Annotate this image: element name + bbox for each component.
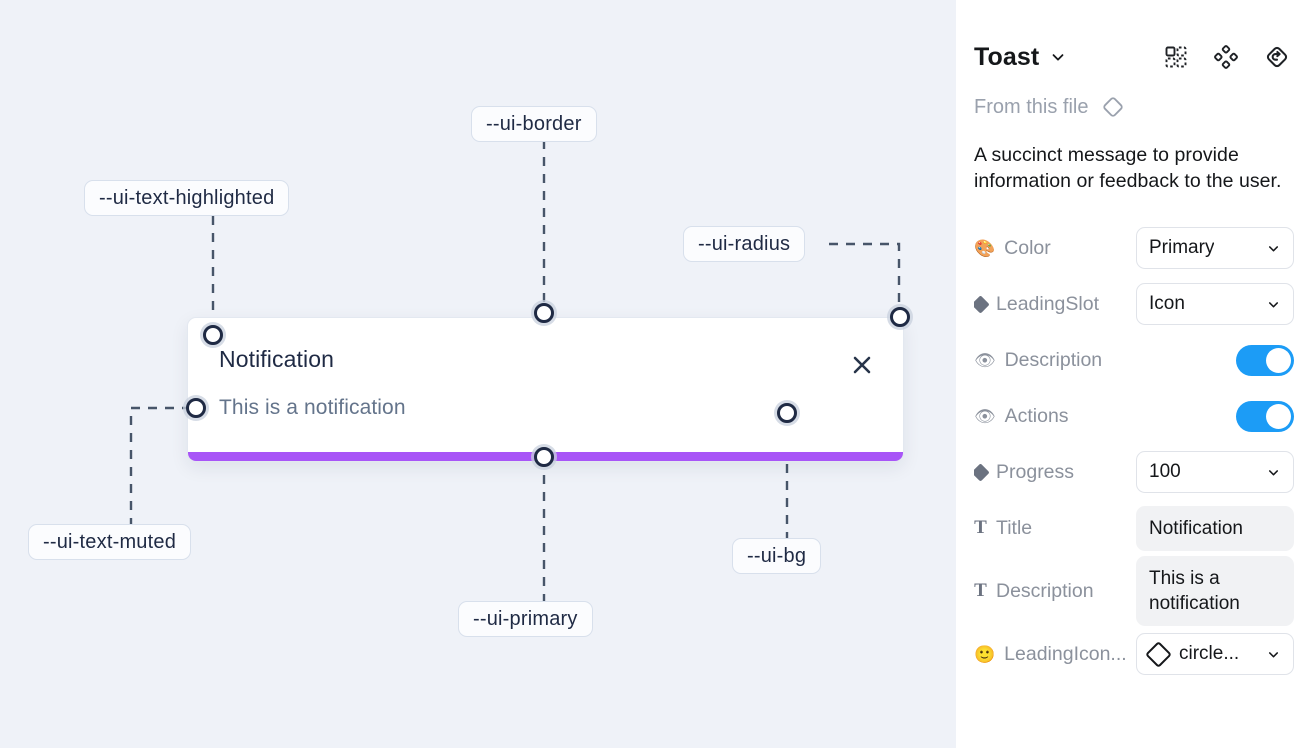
eye-emoji-icon: 👁 [974, 406, 996, 426]
property-label-title: T Title [974, 517, 1136, 540]
annotation-label: --ui-bg [747, 544, 807, 567]
property-label-actions-toggle: 👁 Actions [974, 405, 1142, 428]
annotation-ui-bg[interactable]: --ui-bg [732, 538, 822, 574]
toggle-knob [1266, 403, 1291, 429]
design-canvas[interactable]: Notification This is a notification --ui… [0, 0, 956, 748]
property-control-progress: 100 [1136, 451, 1294, 493]
property-control-description-toggle [1236, 344, 1294, 376]
text-type-icon: T [974, 517, 987, 538]
palette-emoji-icon: 🎨 [974, 238, 996, 258]
annotation-ui-text-muted[interactable]: --ui-text-muted [28, 524, 192, 560]
handle-ui-radius[interactable] [890, 307, 910, 327]
property-control-title: Notification [1136, 505, 1294, 551]
property-label-text: LeadingIcon... [1004, 642, 1127, 665]
text-type-icon: T [974, 580, 987, 601]
chevron-down-icon [1266, 241, 1281, 256]
handle-ui-text-highlighted[interactable] [203, 325, 223, 345]
annotation-ui-border[interactable]: --ui-border [471, 106, 597, 142]
instance-grid-icon[interactable] [1164, 45, 1188, 69]
properties-panel: Toast [956, 0, 1312, 748]
property-label-leadingslot: LeadingSlot [974, 293, 1136, 316]
handle-ui-text-muted[interactable] [186, 398, 206, 418]
handle-ui-border[interactable] [534, 303, 554, 323]
property-row-leadingslot: LeadingSlot Icon [974, 276, 1294, 332]
close-x-icon[interactable] [847, 350, 877, 380]
leadingslot-select[interactable]: Icon [1136, 283, 1294, 325]
annotation-ui-primary[interactable]: --ui-primary [458, 601, 593, 637]
toggle-knob [1266, 347, 1291, 373]
property-label-description-text: T Description [974, 580, 1136, 603]
actions-toggle[interactable] [1236, 400, 1294, 432]
property-control-leadingslot: Icon [1136, 283, 1294, 325]
from-this-file-row: From this file [974, 90, 1294, 124]
chevron-down-icon[interactable] [1049, 48, 1067, 66]
property-control-description-text: This is a notification [1136, 556, 1294, 626]
progress-select[interactable]: 100 [1136, 451, 1294, 493]
leadingslot-select-value: Icon [1149, 293, 1185, 314]
color-select-value: Primary [1149, 237, 1215, 258]
property-row-leadingicon: 🙂 LeadingIcon... circle... [974, 626, 1294, 682]
annotation-ui-radius[interactable]: --ui-radius [683, 226, 806, 262]
toast-description: This is a notification [219, 396, 406, 419]
panel-title: Toast [974, 42, 1040, 71]
color-select[interactable]: Primary [1136, 227, 1294, 269]
description-input[interactable]: This is a notification [1136, 556, 1294, 626]
property-control-color: Primary [1136, 227, 1294, 269]
property-label-text: Progress [996, 460, 1075, 483]
property-label-leadingicon: 🙂 LeadingIcon... [974, 643, 1136, 666]
annotation-label: --ui-border [486, 112, 582, 135]
toast-component[interactable]: Notification This is a notification [187, 317, 904, 462]
property-control-actions-toggle [1236, 400, 1294, 432]
property-row-description-toggle: 👁 Description [974, 332, 1294, 388]
property-list: 🎨 Color Primary LeadingSlot [974, 220, 1294, 682]
diamond-outline-icon [1145, 640, 1172, 668]
eye-emoji-icon: 👁 [974, 350, 996, 370]
property-row-progress: Progress 100 [974, 444, 1294, 500]
property-label-text: Description [1004, 348, 1103, 371]
from-this-file-label: From this file [974, 95, 1089, 118]
annotation-label: --ui-text-highlighted [99, 186, 275, 209]
description-toggle[interactable] [1236, 344, 1294, 376]
panel-header: Toast [974, 0, 1294, 86]
diamond-icon [974, 294, 990, 314]
component-description: A succinct message to provide informatio… [974, 144, 1282, 192]
annotation-ui-text-highlighted[interactable]: --ui-text-highlighted [84, 180, 290, 216]
handle-ui-primary[interactable] [534, 447, 554, 467]
leadingicon-select-value: circle... [1179, 643, 1240, 664]
chevron-down-icon [1266, 647, 1281, 662]
leadingicon-select[interactable]: circle... [1136, 633, 1294, 675]
component-diamond-icon[interactable] [1214, 45, 1238, 69]
property-label-text: Color [1004, 236, 1051, 259]
property-label-text: Actions [1004, 404, 1069, 427]
property-label-description-toggle: 👁 Description [974, 349, 1142, 372]
property-label-color: 🎨 Color [974, 237, 1136, 260]
property-label-text: Description [996, 579, 1094, 602]
chevron-down-icon [1266, 297, 1281, 312]
property-row-color: 🎨 Color Primary [974, 220, 1294, 276]
toast-title: Notification [219, 346, 334, 372]
property-row-title: T Title Notification [974, 500, 1294, 556]
diamond-outline-icon [1100, 94, 1126, 120]
panel-header-actions [1164, 44, 1294, 70]
handle-ui-bg[interactable] [777, 403, 797, 423]
reset-instance-icon[interactable] [1264, 44, 1290, 70]
smiley-emoji-icon: 🙂 [974, 644, 996, 664]
property-label-progress: Progress [974, 461, 1136, 484]
property-label-text: LeadingSlot [996, 292, 1100, 315]
progress-select-value: 100 [1149, 461, 1181, 482]
property-row-description-text: T Description This is a notification [974, 556, 1294, 626]
annotation-label: --ui-primary [473, 607, 578, 630]
property-control-leadingicon: circle... [1136, 633, 1294, 675]
diamond-icon [974, 462, 990, 482]
annotation-label: --ui-radius [698, 232, 791, 255]
property-row-actions-toggle: 👁 Actions [974, 388, 1294, 444]
property-label-text: Title [996, 516, 1033, 539]
chevron-down-icon [1266, 465, 1281, 480]
annotation-label: --ui-text-muted [43, 530, 177, 553]
title-input[interactable]: Notification [1136, 505, 1294, 551]
